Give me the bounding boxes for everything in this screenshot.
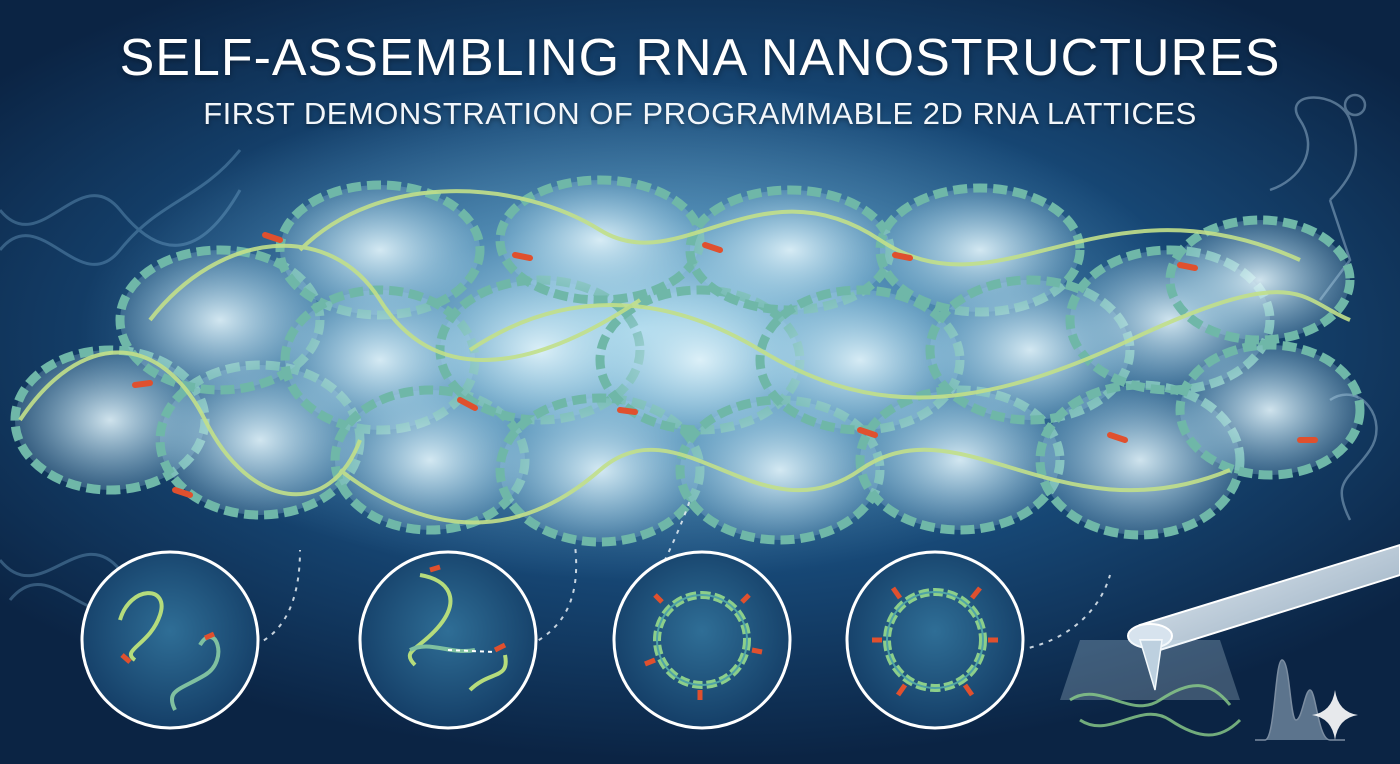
main-title: SELF-ASSEMBLING RNA NANOSTRUCTURES xyxy=(119,29,1281,87)
connector-stage-1 xyxy=(254,549,301,646)
connector-stage-3 xyxy=(659,499,691,571)
connector-stage-4 xyxy=(1019,574,1111,651)
rna-hairpin-icon xyxy=(1269,93,1378,521)
stage-circle-1 xyxy=(80,550,260,730)
sparkle-icon xyxy=(1312,690,1358,740)
rna-lattice xyxy=(10,175,1365,547)
three-helix-strands-icon xyxy=(407,564,508,692)
stage-circle-4 xyxy=(845,550,1025,730)
title-block: SELF-ASSEMBLING RNA NANOSTRUCTURES FIRST… xyxy=(0,26,1400,134)
stage-circle-3 xyxy=(612,550,792,730)
stage-circle-2 xyxy=(358,550,538,730)
spectrum-peak-icon xyxy=(1255,659,1345,741)
rna-ring-sticky-ends-icon xyxy=(872,586,998,697)
two-curled-rna-strands-icon xyxy=(118,591,221,711)
rna-ring-tile-icon xyxy=(644,591,763,700)
afm-probe-icon xyxy=(1060,543,1400,737)
connector-stage-2 xyxy=(529,544,578,646)
subtitle: FIRST DEMONSTRATION OF PROGRAMMABLE 2D R… xyxy=(203,96,1197,131)
